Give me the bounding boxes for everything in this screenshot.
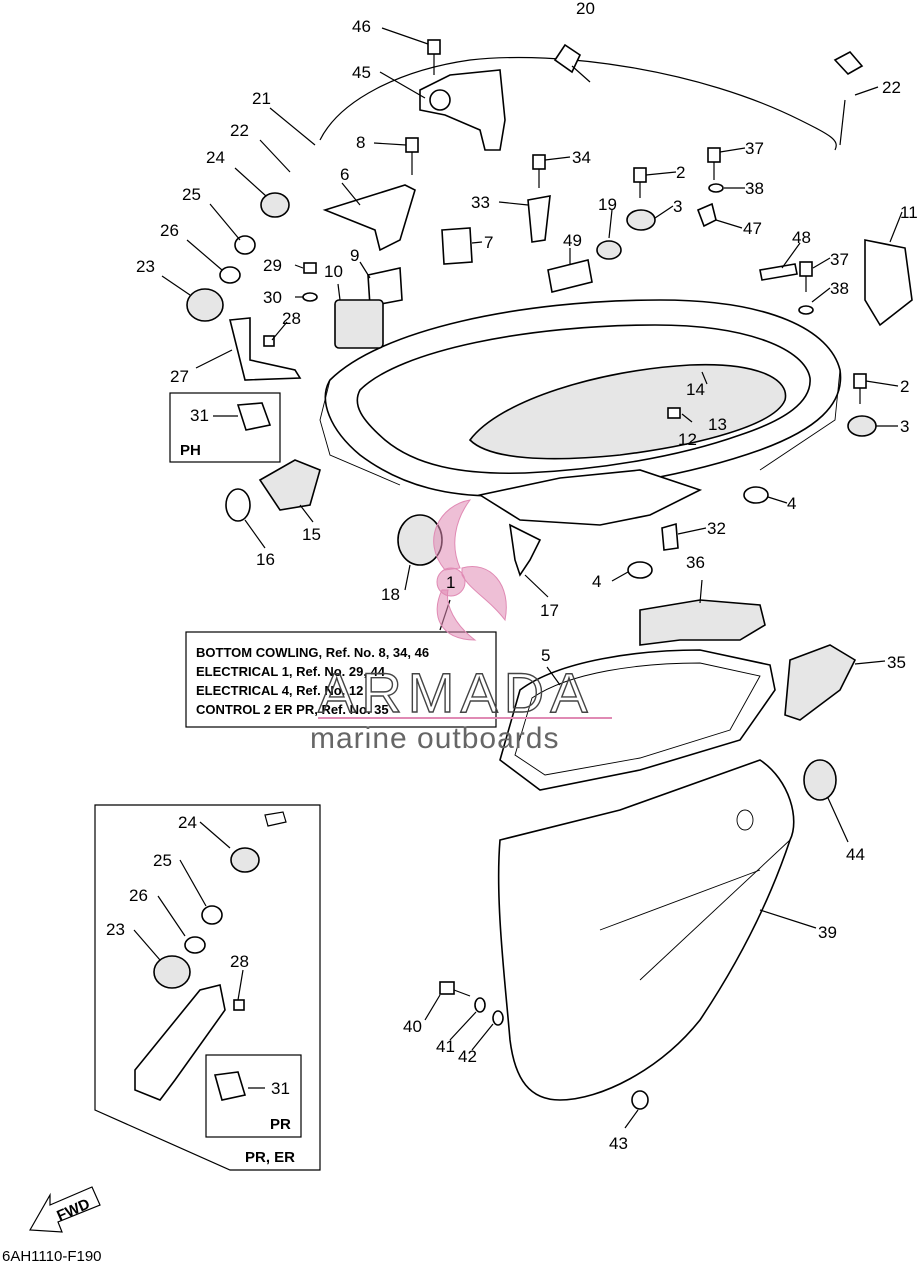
- callout-3-right: 3: [900, 417, 909, 436]
- callout-8: 8: [356, 133, 365, 152]
- callout-37-right: 37: [830, 250, 849, 269]
- callout-31-ph: 31: [190, 406, 209, 425]
- callout-39: 39: [818, 923, 837, 942]
- callout-1: 1: [446, 573, 455, 592]
- ref-note-4: CONTROL 2 ER PR, Ref. No. 35: [196, 702, 389, 717]
- callout-2-right: 2: [900, 377, 909, 396]
- callout-43: 43: [609, 1134, 628, 1153]
- callout-40: 40: [403, 1017, 422, 1036]
- callout-labels: 46 20 22 45 21 22 8 34 37 24 6 2 38 25 3…: [136, 0, 918, 1153]
- callout-3-top: 3: [673, 197, 682, 216]
- reference-box: BOTTOM COWLING, Ref. No. 8, 34, 46 ELECT…: [185, 631, 497, 728]
- propeller-logo: [433, 499, 507, 641]
- callout-15: 15: [302, 525, 321, 544]
- callout-49: 49: [563, 231, 582, 250]
- tube-lower: [839, 99, 846, 146]
- ph-box-label: PH: [180, 442, 201, 459]
- small-parts: [186, 39, 913, 1110]
- callout-36: 36: [686, 553, 705, 572]
- callout-26: 26: [160, 221, 179, 240]
- watermark-brand: ARMADA: [318, 661, 594, 724]
- callout-19: 19: [598, 195, 617, 214]
- callout-10: 10: [324, 262, 343, 281]
- callout-22-top: 22: [882, 78, 901, 97]
- callout-14: 14: [686, 380, 705, 399]
- callout-30: 30: [263, 288, 282, 307]
- callout-27: 27: [170, 367, 189, 386]
- callout-35: 35: [887, 653, 906, 672]
- callout-46: 46: [352, 17, 371, 36]
- callout-21: 21: [252, 89, 271, 108]
- callout-34: 34: [572, 148, 591, 167]
- callout-41: 41: [436, 1037, 455, 1056]
- gasket: [499, 649, 776, 791]
- ref-note-3: ELECTRICAL 4, Ref. No. 12: [196, 683, 363, 698]
- tube-joint: [833, 50, 864, 76]
- tube-end: [553, 43, 582, 74]
- fwd-label: FWD: [54, 1195, 92, 1224]
- callout-44: 44: [846, 845, 865, 864]
- callout-26-inset: 26: [129, 886, 148, 905]
- callout-29: 29: [263, 256, 282, 275]
- callout-4-lower: 4: [592, 572, 601, 591]
- bracket: [419, 69, 506, 151]
- callout-28-inset: 28: [230, 952, 249, 971]
- callout-31-pr: 31: [271, 1079, 290, 1098]
- callout-32: 32: [707, 519, 726, 538]
- callout-22: 22: [230, 121, 249, 140]
- callout-33: 33: [471, 193, 490, 212]
- callout-2-top: 2: [676, 163, 685, 182]
- callout-17: 17: [540, 601, 559, 620]
- callout-38-top: 38: [745, 179, 764, 198]
- callout-23-inset: 23: [106, 920, 125, 939]
- callout-48: 48: [792, 228, 811, 247]
- callout-18: 18: [381, 585, 400, 604]
- callout-13: 13: [708, 415, 727, 434]
- side-cover: [497, 759, 795, 1101]
- callout-28: 28: [282, 309, 301, 328]
- callout-37-top: 37: [745, 139, 764, 158]
- watermark-tagline: marine outboards: [310, 722, 559, 755]
- callout-38-right: 38: [830, 279, 849, 298]
- callout-6: 6: [340, 165, 349, 184]
- callout-5: 5: [541, 646, 550, 665]
- prer-box-label: PR, ER: [245, 1149, 295, 1166]
- callout-47: 47: [743, 219, 762, 238]
- callout-16: 16: [256, 550, 275, 569]
- callout-42: 42: [458, 1047, 477, 1066]
- bottom-cowling-tray: [319, 299, 842, 526]
- watermark: 1 ARMADA marine outboards: [310, 499, 612, 755]
- callout-7: 7: [484, 233, 493, 252]
- callout-12: 12: [678, 430, 697, 449]
- ref-note-1: BOTTOM COWLING, Ref. No. 8, 34, 46: [196, 645, 429, 660]
- callout-24: 24: [206, 148, 225, 167]
- part-code: 6AH1110-F190: [2, 1248, 102, 1263]
- ref-note-2: ELECTRICAL 1, Ref. No. 29, 44: [196, 664, 386, 679]
- callout-25: 25: [182, 185, 201, 204]
- callout-11: 11: [900, 203, 918, 222]
- callout-4-right: 4: [787, 494, 796, 513]
- callout-25-inset: 25: [153, 851, 172, 870]
- ph-inset: 31 PH: [169, 392, 281, 463]
- leader-lines: [161, 27, 903, 1129]
- callout-45: 45: [352, 63, 371, 82]
- fwd-arrow: FWD: [29, 1186, 101, 1233]
- callout-23: 23: [136, 257, 155, 276]
- prer-inset: 24 25 26 23 28 31 PR PR, ER: [94, 804, 321, 1171]
- callout-20: 20: [576, 0, 595, 18]
- pr-box-label: PR: [270, 1116, 291, 1133]
- callout-9: 9: [350, 246, 359, 265]
- callout-24-inset: 24: [178, 813, 197, 832]
